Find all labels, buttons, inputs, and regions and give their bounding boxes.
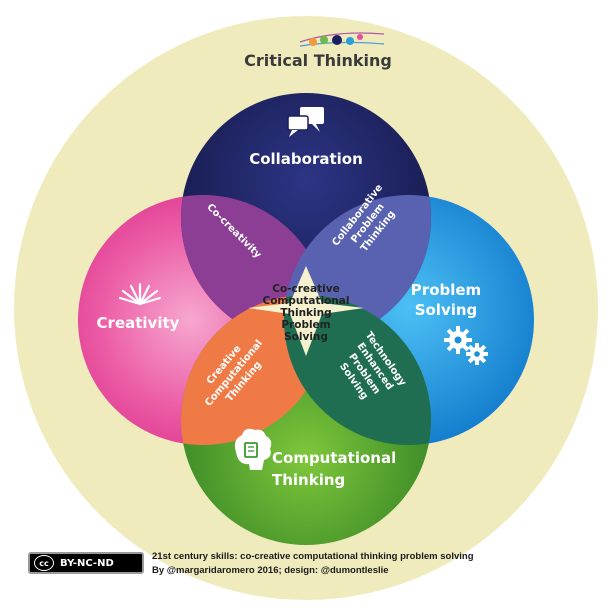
collaboration-label: Collaboration — [249, 150, 363, 168]
center-label-line4: Problem — [281, 319, 330, 331]
critical-thinking-label: Critical Thinking — [244, 51, 392, 70]
colored-dots-icon — [299, 32, 385, 47]
computational-thinking-label-line1: Computational — [272, 449, 396, 467]
problem-solving-label-line2: Solving — [415, 301, 478, 319]
creativity-label: Creativity — [97, 314, 180, 332]
gears-icon — [444, 326, 488, 365]
computational-thinking-label-line2: Thinking — [272, 471, 345, 489]
license-text: BY-NC-ND — [60, 557, 114, 569]
center-label-line2: Computational — [263, 295, 350, 307]
chat-bubbles-icon — [287, 107, 324, 137]
center-label-line1: Co-creative — [272, 283, 339, 295]
center-star — [248, 266, 364, 356]
credit-text: 21st century skills: co-creative computa… — [152, 550, 592, 578]
credit-line-2: By @margaridaromero 2016; design: @dumon… — [152, 565, 389, 576]
problem-solving-label-line1: Problem — [411, 281, 481, 299]
center-label-line5: Solving — [284, 331, 328, 343]
cc-logo-icon: cc — [34, 555, 54, 571]
center-label-line3: Thinking — [280, 307, 331, 319]
license-badge[interactable]: cc BY-NC-ND — [28, 552, 144, 574]
brain-icon — [234, 428, 272, 470]
credit-line-1: 21st century skills: co-creative computa… — [152, 551, 474, 562]
sunburst-icon — [118, 282, 162, 306]
footer: cc BY-NC-ND 21st century skills: co-crea… — [28, 548, 598, 588]
